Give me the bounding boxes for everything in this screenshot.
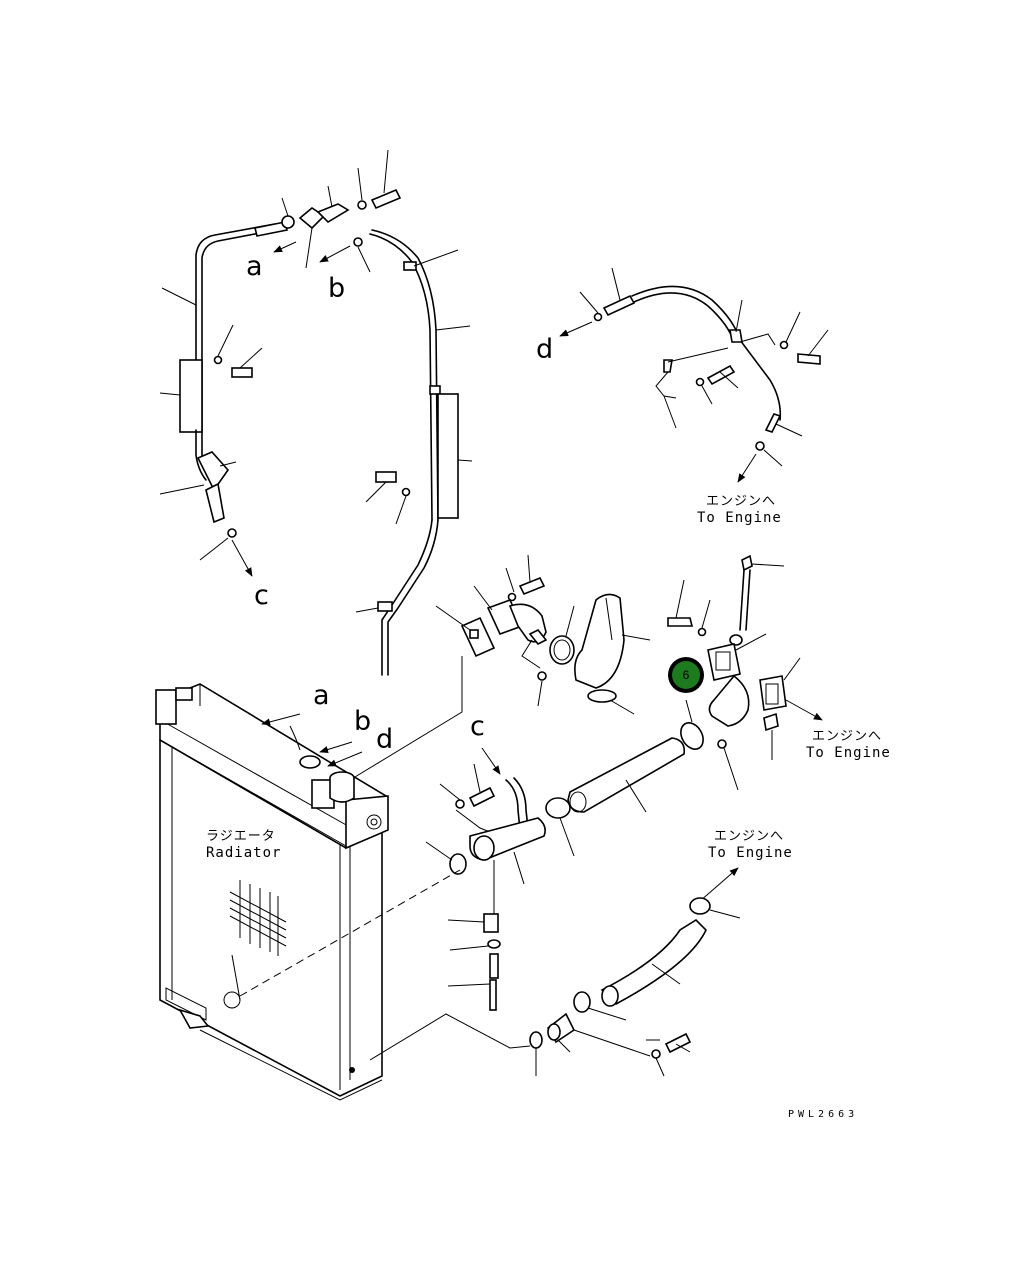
label-a-radiator: a bbox=[313, 680, 330, 711]
engine-label-jp-2: エンジンへ bbox=[812, 729, 882, 744]
callout-number: 6 bbox=[683, 668, 690, 682]
label-c-radiator: c bbox=[470, 711, 485, 742]
label-b-small: b bbox=[328, 273, 345, 304]
callout-marker[interactable]: 6 bbox=[668, 657, 704, 693]
engine-label-jp-3: エンジンへ bbox=[714, 829, 784, 844]
engine-label-en-2: To Engine bbox=[806, 745, 891, 761]
radiator-grille-icon bbox=[229, 880, 287, 956]
engine-label-en-1: To Engine bbox=[697, 510, 782, 526]
upper-right-tube-assembly bbox=[559, 267, 829, 483]
radiator-assembly bbox=[155, 683, 531, 1101]
radiator-label-jp: ラジエータ bbox=[206, 829, 276, 844]
engine-label-en-3: To Engine bbox=[708, 845, 793, 861]
lower-hose-group bbox=[425, 737, 741, 1077]
radiator-label-en: Radiator bbox=[206, 845, 281, 861]
label-d-small: d bbox=[536, 334, 553, 365]
callout-circle bbox=[672, 661, 700, 689]
right-engine-pipe-group bbox=[667, 554, 823, 791]
label-a-small: a bbox=[246, 251, 263, 282]
drawing-code: PWL2663 bbox=[788, 1109, 858, 1120]
middle-fittings bbox=[349, 554, 651, 781]
upper-left-tube-assembly bbox=[159, 185, 350, 577]
label-b-radiator: b bbox=[354, 706, 371, 737]
engine-label-jp-1: エンジンへ bbox=[706, 494, 776, 509]
label-d-radiator: d bbox=[376, 724, 393, 755]
upper-center-tube-assembly bbox=[319, 149, 473, 676]
label-c-small: c bbox=[254, 580, 269, 611]
